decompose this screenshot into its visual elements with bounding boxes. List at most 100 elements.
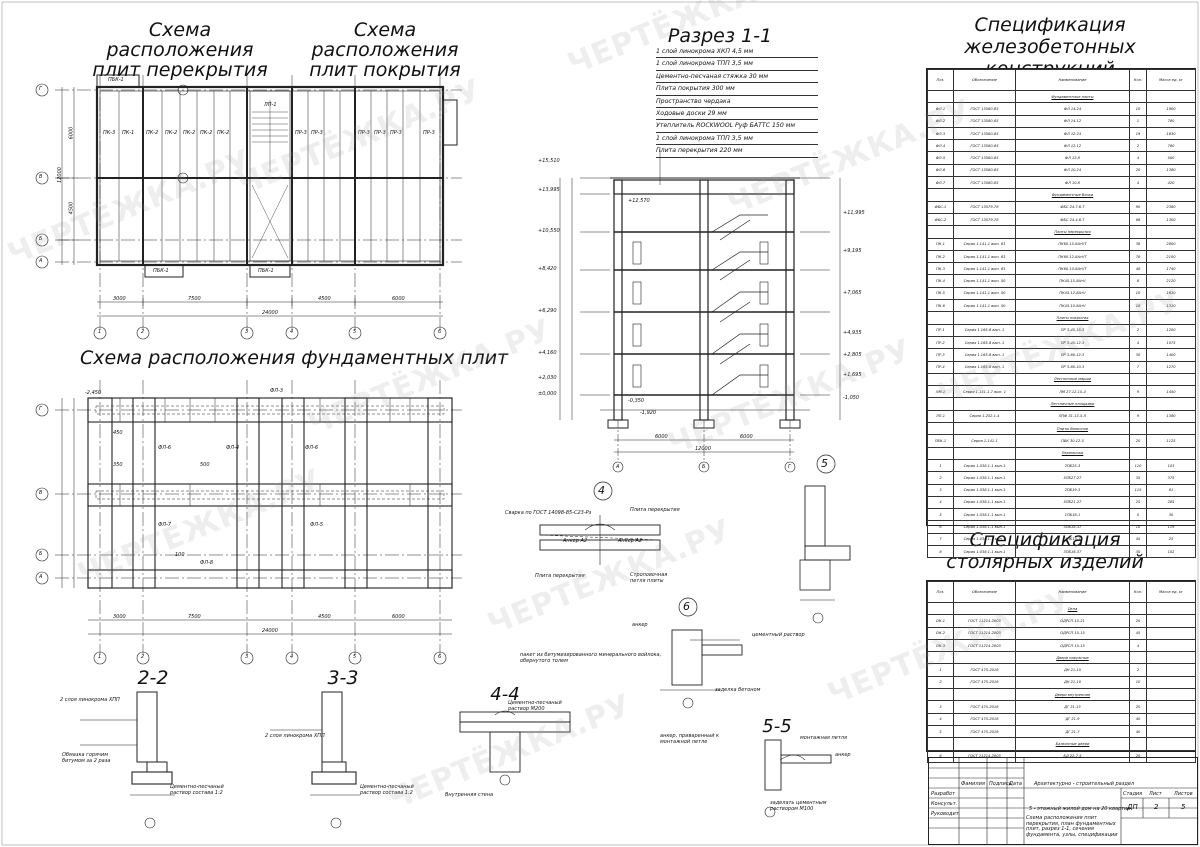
spec-cell: ФБС 24.7.6-Т xyxy=(1015,200,1130,214)
spec-cell: ГОСТ 475-2016 xyxy=(953,675,1016,690)
section-4-4 xyxy=(459,710,571,786)
spec-cell: 1380 xyxy=(1146,409,1196,424)
layer-5: Пространство чердака xyxy=(656,96,818,108)
section-5-5 xyxy=(764,739,832,818)
spec-cell: Серия 1.038.1-1 вып.1 xyxy=(953,495,1016,510)
slab-pk2-c: ПК-2 xyxy=(183,130,196,136)
title-section-1-1: Разрез 1-1 xyxy=(667,25,773,47)
spec-cell: ДГ 21-9 xyxy=(1015,712,1130,726)
slab-pr3-e: ПР-3 xyxy=(390,130,402,136)
spec-cell: 40 xyxy=(1129,724,1147,739)
spec-cell: 25 xyxy=(1146,532,1196,546)
spec-cell: ПБК-1 xyxy=(927,434,954,448)
slab-pk2-e: ПК-2 xyxy=(217,130,230,136)
fnd-dim-4500: 4500 xyxy=(318,614,331,620)
spec-cell xyxy=(1146,225,1196,239)
fnd-fl5: ФЛ-5 xyxy=(310,522,324,528)
layer-2: 1 слой линокрома ТПП 3,5 мм xyxy=(656,58,818,71)
spec-cell xyxy=(1146,422,1196,436)
spec-cell xyxy=(1146,446,1196,460)
note-zadelka: заделка бетоном xyxy=(715,687,761,693)
spec-cell xyxy=(1129,737,1147,751)
spec-cell: ГОСТ 13580-85 xyxy=(953,139,1016,153)
lvl-10550: +10,550 xyxy=(538,228,560,234)
spec-cell xyxy=(953,688,1016,702)
sec-axis-a: А xyxy=(616,464,620,470)
spec-cell xyxy=(1146,737,1196,751)
fnd-dim-450: 450 xyxy=(113,430,123,436)
tb-section: Архитектурно - строительный раздел xyxy=(1034,781,1135,787)
title-section-5-5: 5-5 xyxy=(762,716,792,737)
spec-cell: 1ПБ16-1 xyxy=(1015,508,1130,522)
spec-cell xyxy=(1129,422,1147,436)
spec-cell: 1270 xyxy=(1146,360,1196,374)
spec-cell: 6 xyxy=(927,520,954,534)
spec-row: Лестничные марши xyxy=(927,372,1196,387)
spec-cell: 78 xyxy=(1129,249,1147,264)
spec-cell: 45 xyxy=(1129,626,1147,640)
spec-cell: 115 xyxy=(1129,483,1147,497)
lvl-r-11995: +11,995 xyxy=(843,210,865,216)
axis-5-plan: 5 xyxy=(353,329,357,335)
spec-rc-grid: Поз. Обозначение Наименование Кол. Масса… xyxy=(927,69,1196,559)
spec-cell xyxy=(1129,89,1147,104)
tb-role-cons: Консульт. xyxy=(931,801,958,807)
lvl-8420: +8,420 xyxy=(538,266,557,272)
fnd-axis-4: 4 xyxy=(290,654,294,660)
spec-cell: ДН 21-10 xyxy=(1015,675,1130,690)
spec-rc-h-mass: Масса ед. кг xyxy=(1146,69,1196,91)
dim-y-6000: 6000 xyxy=(68,126,75,140)
spec-cell: 2 xyxy=(1129,663,1147,677)
spec-cell xyxy=(1146,712,1196,726)
dim-6000: 6000 xyxy=(392,296,405,302)
spec-cell: ФЛ-6 xyxy=(927,163,954,178)
spec-cell: 1900 xyxy=(1146,102,1196,116)
spec-cell xyxy=(1146,614,1196,628)
spec-cell: 4 xyxy=(927,495,954,510)
spec-cell: 81 xyxy=(1146,483,1196,497)
note-paket: пакет из битумизированного минерального … xyxy=(520,652,662,664)
spec-cell: 2 xyxy=(927,471,954,485)
spec-cell: Серия 1.141-1 xyxy=(953,434,1016,448)
spec-cell: 3 xyxy=(927,700,954,714)
spec-cell: 48 xyxy=(1129,262,1147,276)
lvl-2030: +2,030 xyxy=(538,375,557,381)
spec-cell: ДН 21-15 xyxy=(1015,663,1130,677)
note-anker-55: анкер xyxy=(835,752,851,758)
node-4 xyxy=(539,481,661,565)
spec-cell: 4 xyxy=(1129,176,1147,190)
spec-cell xyxy=(953,737,1016,751)
spec-group-title: Двери наружные xyxy=(1015,651,1130,665)
fnd-axis-3: 3 xyxy=(245,654,249,660)
spec-cell: Серия 1.141-1 вып. 63 xyxy=(953,237,1016,251)
fnd-axis-1: 1 xyxy=(98,654,102,660)
spec-group-title: Перемычки xyxy=(1015,446,1130,460)
spec-cell: ДГ 21-7 xyxy=(1015,724,1130,739)
lvl-r-9195: +9,195 xyxy=(843,248,862,254)
spec-cell: 3ПБ16-37 xyxy=(1015,544,1130,559)
spec-cell: ПК45.12-8АтV xyxy=(1015,286,1130,301)
dim-7500: 7500 xyxy=(188,296,201,302)
lvl-4160: +4,160 xyxy=(538,350,557,356)
fnd-dim-24000: 24000 xyxy=(262,628,278,634)
slab-pk1: ПК-1 xyxy=(122,130,135,136)
spec-cell: 1630 xyxy=(1146,126,1196,141)
axis-6-plan: 6 xyxy=(438,329,442,335)
spec-cell: 5 xyxy=(927,724,954,739)
spec-cell xyxy=(1146,675,1196,690)
spec-cell xyxy=(927,601,954,616)
spec-cell xyxy=(1146,724,1196,739)
